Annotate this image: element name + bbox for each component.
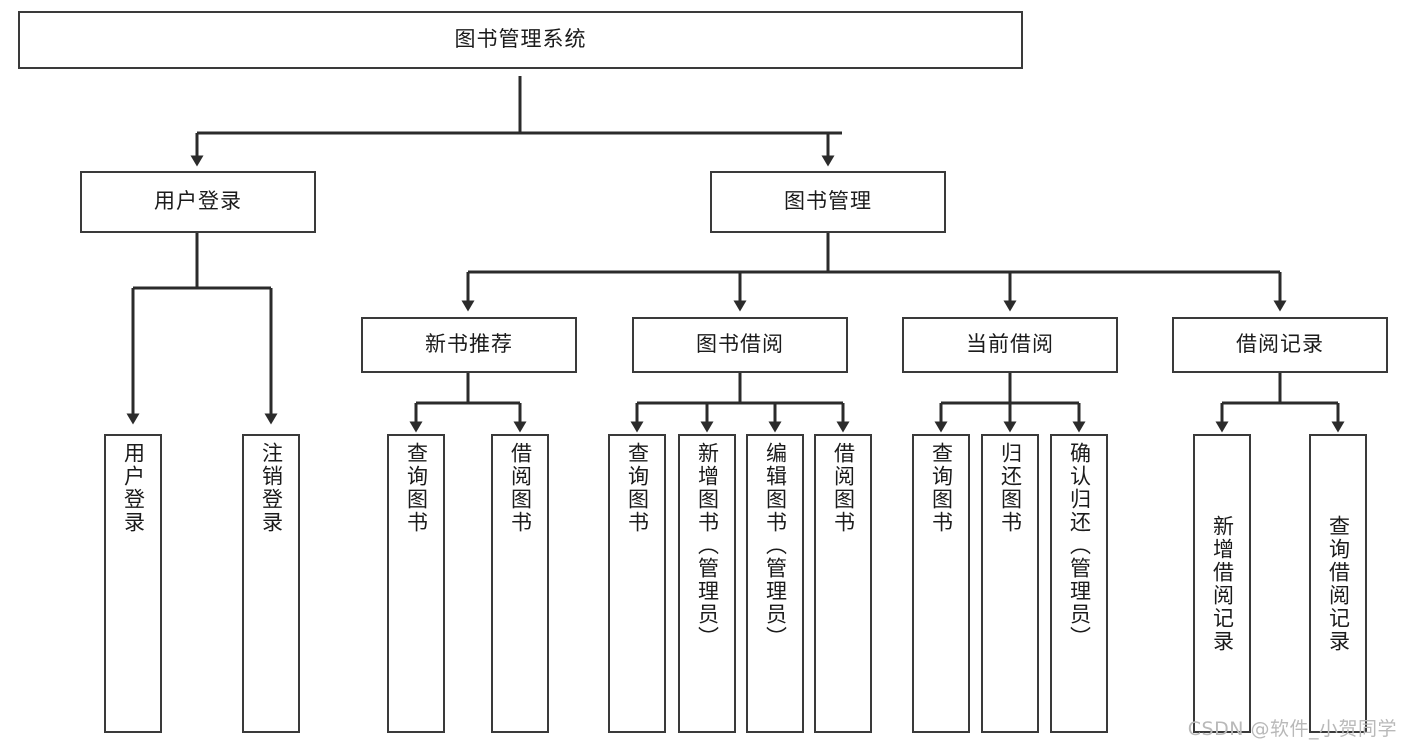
leaf-borrow-borrow-book[interactable]: 借阅图书	[814, 434, 872, 733]
node-label: 新增借阅记录	[1210, 514, 1235, 653]
node-label: 归还图书	[998, 442, 1023, 534]
leaf-record-query-record[interactable]: 查询借阅记录	[1309, 434, 1367, 733]
leaf-borrow-query-book[interactable]: 查询图书	[608, 434, 666, 733]
leaf-current-confirm-return-admin[interactable]: 确认归还（管理员）	[1050, 434, 1108, 733]
leaf-borrow-edit-book-admin[interactable]: 编辑图书（管理员）	[746, 434, 804, 733]
node-label: 查询图书	[625, 442, 650, 534]
leaf-borrow-add-book-admin[interactable]: 新增图书（管理员）	[678, 434, 736, 733]
leaf-current-query-book[interactable]: 查询图书	[912, 434, 970, 733]
node-root-system[interactable]: 图书管理系统	[18, 11, 1023, 69]
node-label: 确认归还（管理员）	[1067, 442, 1092, 649]
node-label: 图书管理系统	[454, 27, 587, 52]
node-label: 当前借阅	[966, 332, 1054, 357]
leaf-record-add-record[interactable]: 新增借阅记录	[1193, 434, 1251, 733]
node-label: 编辑图书（管理员）	[763, 442, 788, 649]
node-new-book-recommend[interactable]: 新书推荐	[361, 317, 577, 373]
node-label: 新书推荐	[425, 332, 513, 357]
node-label: 用户登录	[154, 189, 242, 214]
node-current-borrow[interactable]: 当前借阅	[902, 317, 1118, 373]
node-label: 注销登录	[259, 442, 284, 534]
csdn-watermark: CSDN @软件_小贺同学	[1187, 718, 1397, 740]
node-book-management[interactable]: 图书管理	[710, 171, 946, 233]
leaf-recommend-borrow-book[interactable]: 借阅图书	[491, 434, 549, 733]
leaf-current-return-book[interactable]: 归还图书	[981, 434, 1039, 733]
node-label: 借阅图书	[831, 442, 856, 534]
node-borrow-record[interactable]: 借阅记录	[1172, 317, 1388, 373]
node-label: 借阅记录	[1236, 332, 1324, 357]
node-label: 查询图书	[929, 442, 954, 534]
node-book-borrow[interactable]: 图书借阅	[632, 317, 848, 373]
leaf-user-login-login[interactable]: 用户登录	[104, 434, 162, 733]
node-label: 借阅图书	[508, 442, 533, 534]
node-label: 新增图书（管理员）	[695, 442, 720, 649]
leaf-user-login-logout[interactable]: 注销登录	[242, 434, 300, 733]
node-label: 用户登录	[121, 442, 146, 534]
leaf-recommend-query-book[interactable]: 查询图书	[387, 434, 445, 733]
node-label: 查询图书	[404, 442, 429, 534]
node-label: 查询借阅记录	[1326, 514, 1351, 653]
node-label: 图书管理	[784, 189, 872, 214]
node-label: 图书借阅	[696, 332, 784, 357]
node-user-login[interactable]: 用户登录	[80, 171, 316, 233]
